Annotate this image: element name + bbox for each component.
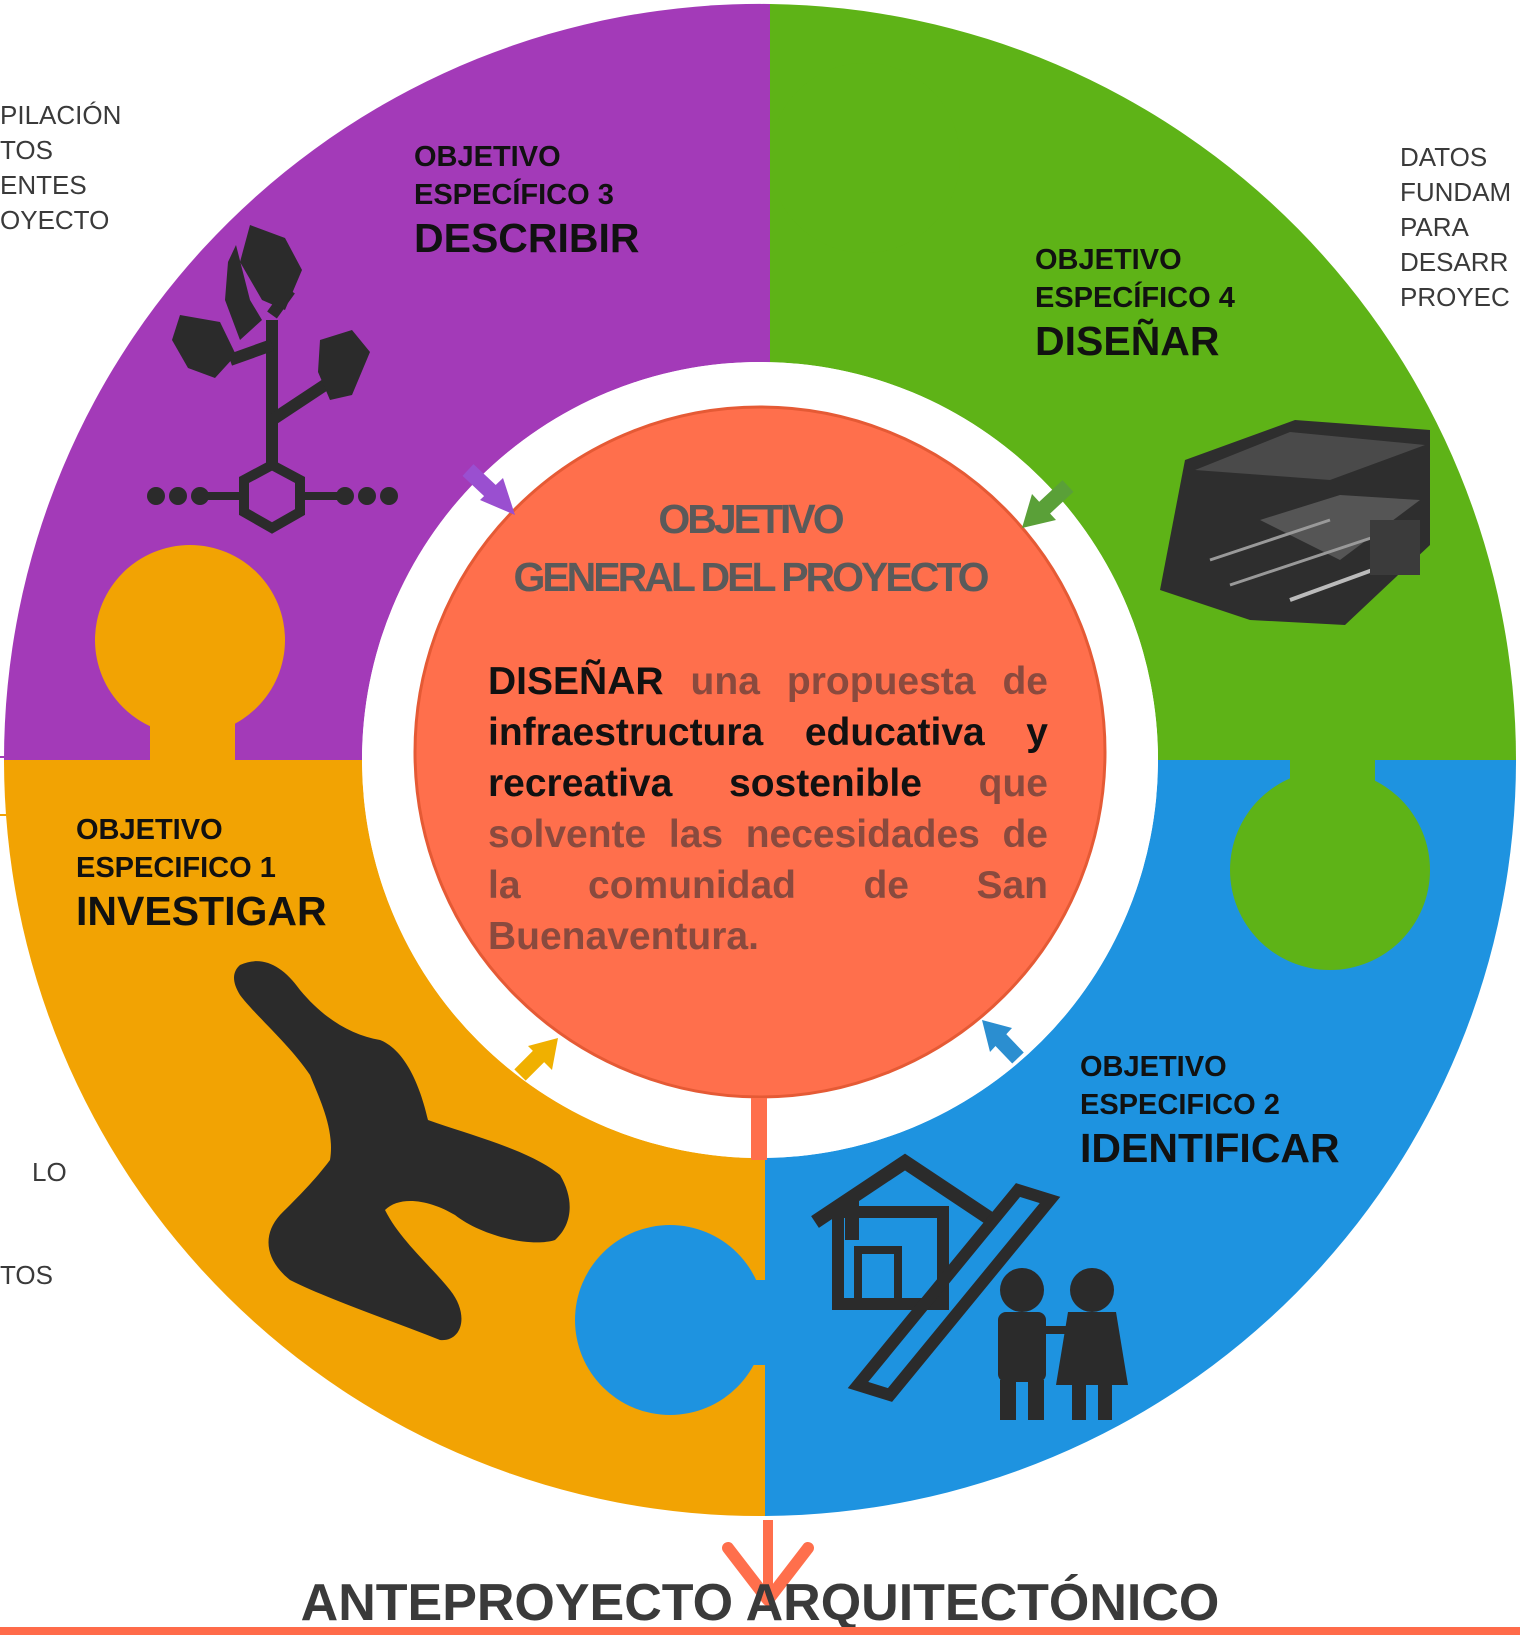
general-text-a: una propuesta de bbox=[663, 660, 1048, 703]
footer-bar bbox=[0, 1627, 1520, 1635]
tree-hexagon-icon bbox=[147, 225, 398, 534]
general-title-line1: OBJETIVO bbox=[658, 496, 844, 542]
arrow-from-investigar bbox=[514, 1038, 558, 1081]
side-note-line: PROYEC bbox=[1400, 282, 1510, 312]
side-note-line: DATOS bbox=[1400, 142, 1488, 172]
objective-2-label: OBJETIVO ESPECIFICO 2 IDENTIFICAR bbox=[1080, 1048, 1340, 1172]
center-connector bbox=[751, 1098, 767, 1160]
arrow-from-describir bbox=[462, 464, 515, 515]
general-title-line2: GENERAL DEL PROYECTO bbox=[513, 554, 989, 600]
general-text-c: que solvente las necesidades de la comun… bbox=[488, 762, 1048, 958]
objective-2-line1: OBJETIVO bbox=[1080, 1051, 1227, 1083]
objective-3-line1: OBJETIVO bbox=[414, 141, 561, 173]
objective-3-line2: ESPECÍFICO 3 bbox=[414, 179, 614, 211]
general-objective-text: DISEÑAR una propuesta de infraestructura… bbox=[488, 656, 1048, 962]
down-arrow-head bbox=[722, 1542, 814, 1606]
objective-4-line1: OBJETIVO bbox=[1035, 244, 1182, 276]
objective-3-verb: DESCRIBIR bbox=[414, 215, 640, 261]
side-note-line: OYECTO bbox=[0, 205, 110, 235]
side-note-line: ENTES bbox=[0, 170, 87, 200]
side-note-line: PILACIÓN bbox=[0, 100, 122, 130]
objective-3-label: OBJETIVO ESPECÍFICO 3 DESCRIBIR bbox=[414, 138, 640, 262]
map-silhouette-icon bbox=[234, 961, 570, 1341]
side-note-left-2: TOS bbox=[0, 1260, 53, 1290]
arrow-from-identificar bbox=[982, 1020, 1024, 1064]
side-note-line: TOS bbox=[0, 135, 53, 165]
objective-4-label: OBJETIVO ESPECÍFICO 4 DISEÑAR bbox=[1035, 241, 1235, 365]
objective-1-line1: OBJETIVO bbox=[76, 814, 223, 846]
general-objective-title: OBJETIVO GENERAL DEL PROYECTO bbox=[440, 490, 1060, 606]
side-note-line: DESARR bbox=[1400, 247, 1509, 277]
side-note-top-right: DATOS FUNDAM PARA DESARR PROYEC bbox=[1400, 140, 1511, 315]
building-render-icon bbox=[1160, 420, 1430, 625]
general-verb: DISEÑAR bbox=[488, 660, 664, 703]
side-note-line: FUNDAM bbox=[1400, 177, 1512, 207]
objective-1-verb: INVESTIGAR bbox=[76, 888, 327, 934]
objective-2-verb: IDENTIFICAR bbox=[1080, 1125, 1340, 1171]
side-note-line: PARA bbox=[1400, 212, 1469, 242]
arrow-from-disenar bbox=[1022, 480, 1074, 528]
footer-title: ANTEPROYECTO ARQUITECTÓNICO bbox=[300, 1574, 1220, 1632]
side-note-left-1: LO bbox=[32, 1157, 67, 1187]
objective-1-line2: ESPECIFICO 1 bbox=[76, 852, 276, 884]
general-objective-circle bbox=[413, 405, 1107, 1099]
objective-1-label: OBJETIVO ESPECIFICO 1 INVESTIGAR bbox=[76, 811, 327, 935]
objective-4-line2: ESPECÍFICO 4 bbox=[1035, 282, 1235, 314]
general-text-b: infraestructura educativa y recreativa s… bbox=[488, 711, 1048, 805]
objective-4-verb: DISEÑAR bbox=[1035, 318, 1220, 364]
side-note-top-left: PILACIÓN TOS ENTES OYECTO bbox=[0, 98, 121, 238]
objective-2-line2: ESPECIFICO 2 bbox=[1080, 1089, 1280, 1121]
house-percent-people-icon bbox=[811, 1153, 1128, 1420]
